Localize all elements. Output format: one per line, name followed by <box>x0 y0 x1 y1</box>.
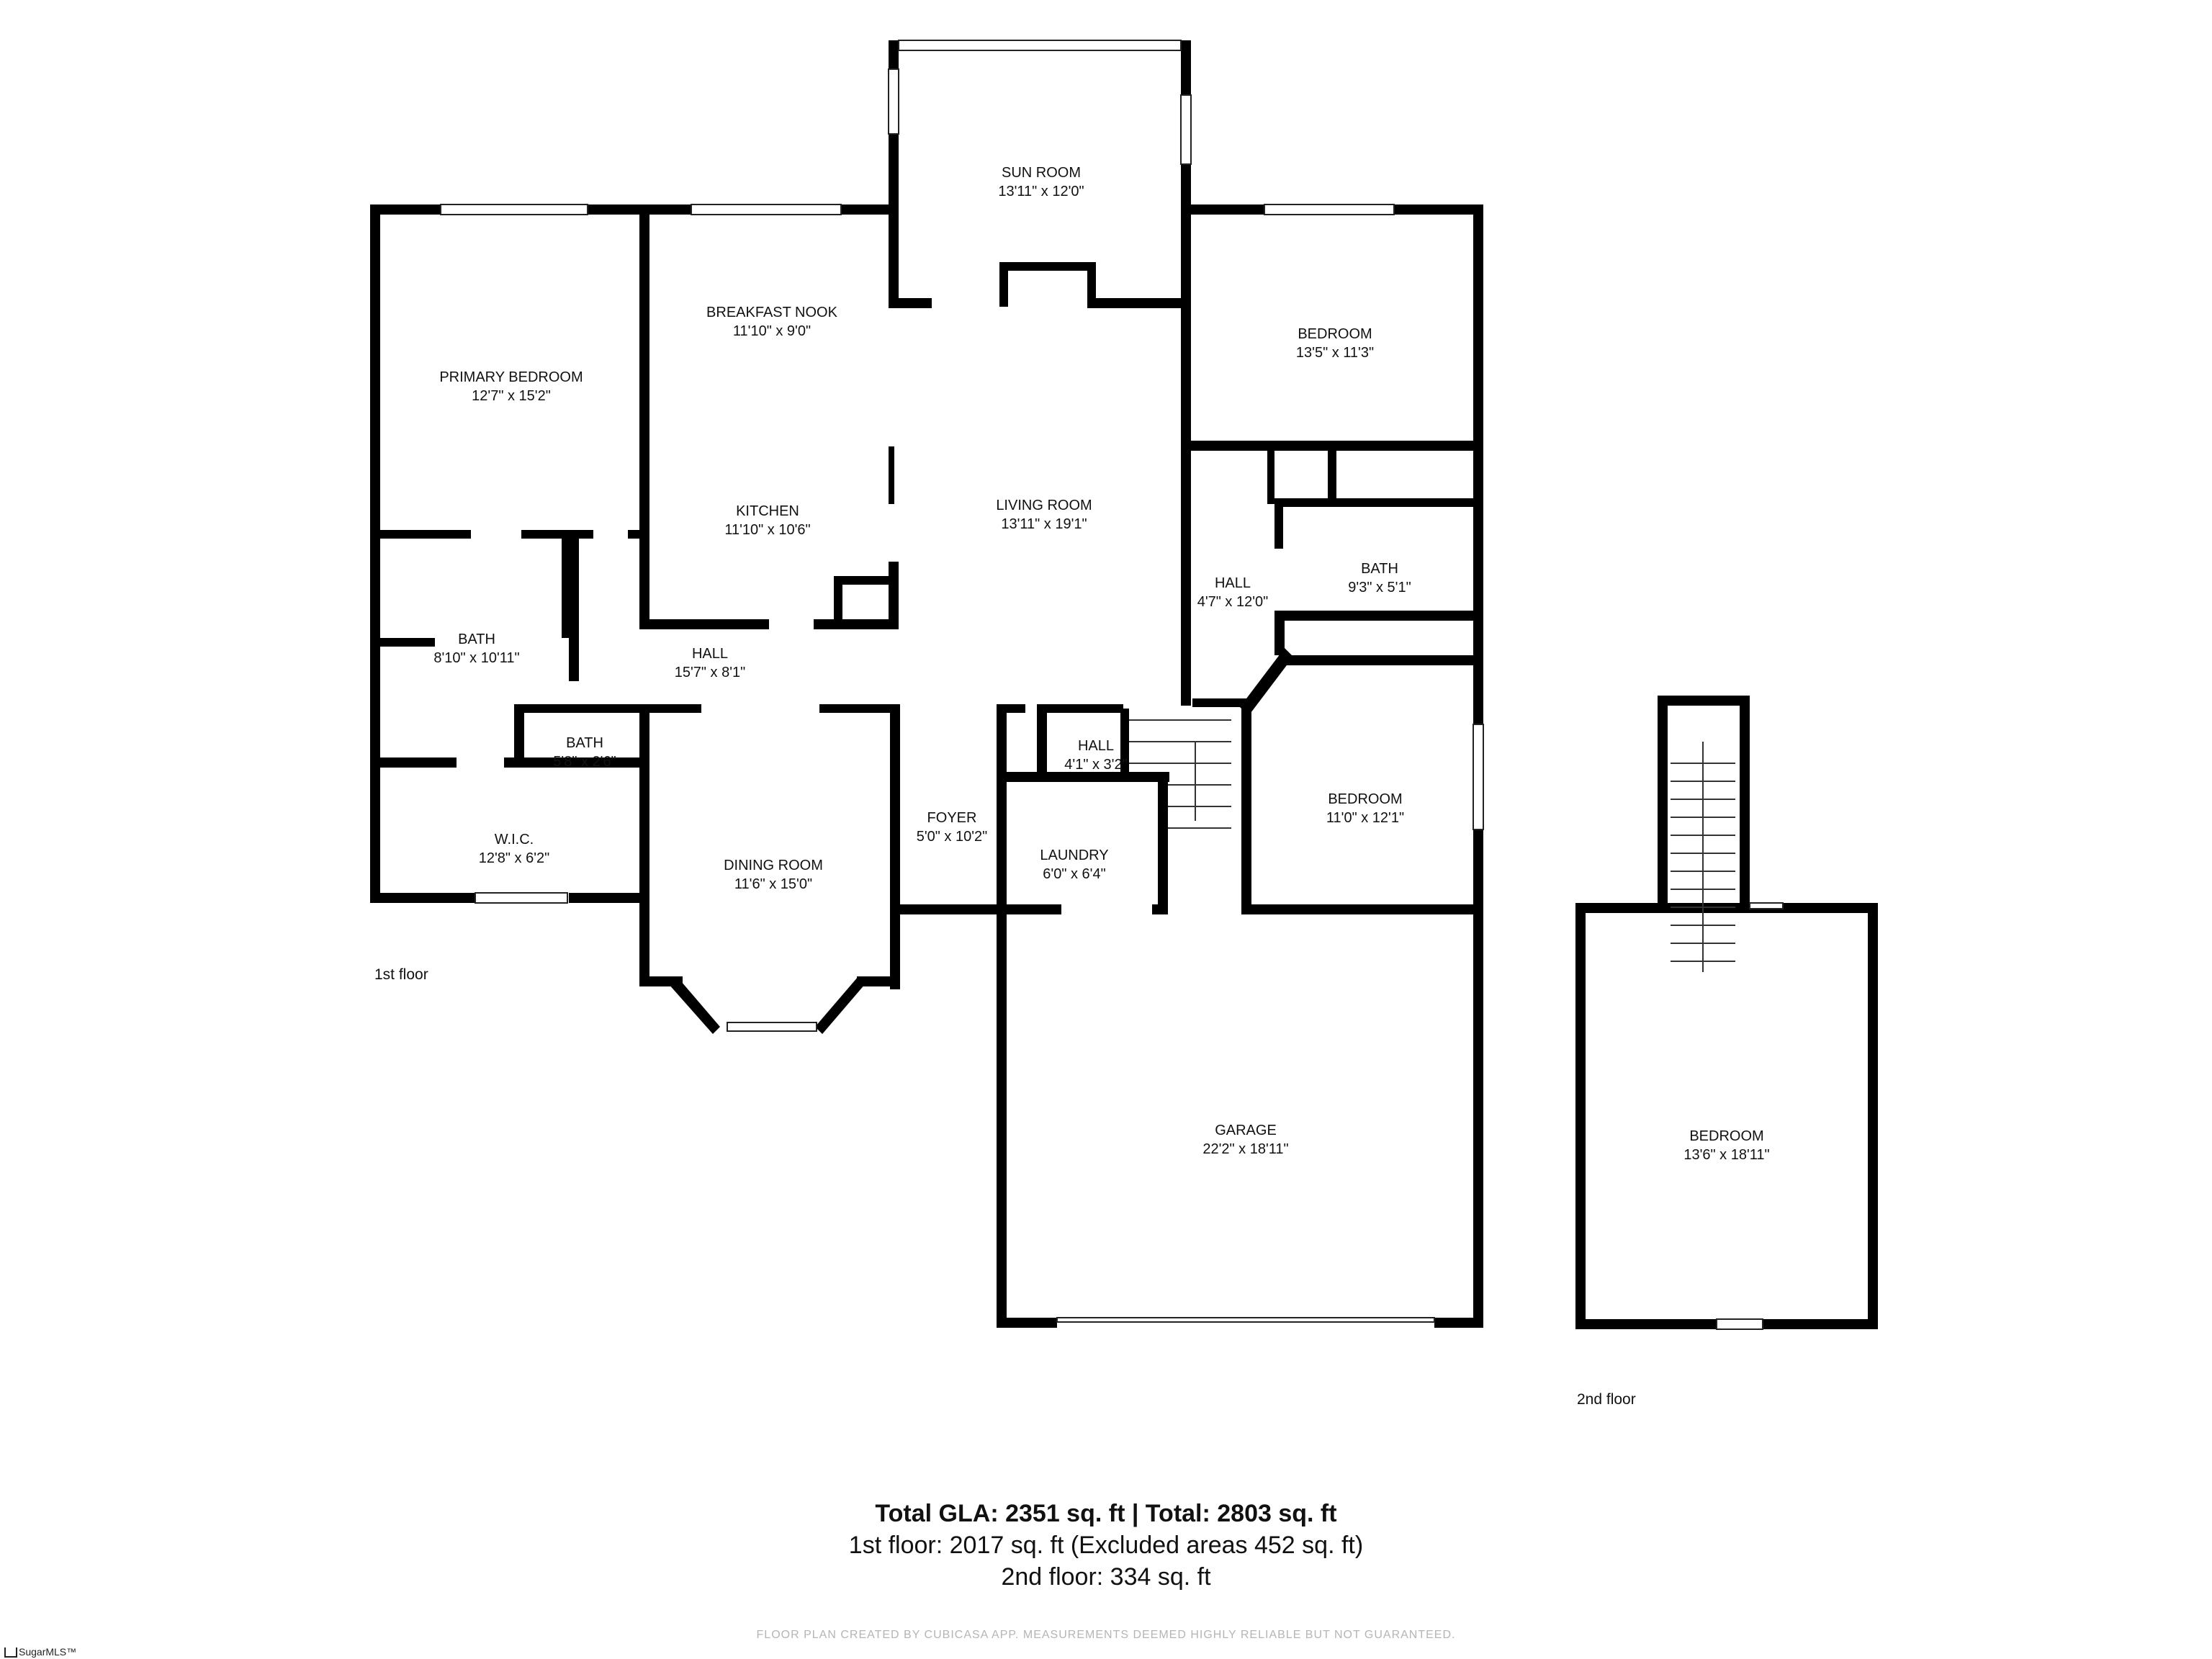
room-name-kitchen: KITCHEN <box>736 503 799 519</box>
room-dim-bath-west: 8'10" x 10'11" <box>433 650 519 666</box>
floor-label-first: 1st floor <box>374 966 428 983</box>
room-name-dining-room: DINING ROOM <box>724 858 823 873</box>
dining-bay <box>668 976 866 1034</box>
room-dim-living-room: 13'11" x 19'1" <box>1001 516 1087 532</box>
room-name-bath-west: BATH <box>458 631 495 647</box>
room-name-bath-small: BATH <box>566 735 603 751</box>
room-labels: SUN ROOM 13'11" x 12'0" PRIMARY BEDROOM … <box>374 165 1770 1408</box>
mls-logo: SugarMLS™ <box>4 1646 76 1658</box>
room-name-breakfast-nook: BREAKFAST NOOK <box>706 305 838 320</box>
room-dim-wic: 12'8" x 6'2" <box>479 850 550 866</box>
room-dim-kitchen: 11'10" x 10'6" <box>724 522 810 538</box>
room-dim-hall-main: 15'7" x 8'1" <box>675 665 746 680</box>
room-dim-sun-room: 13'11" x 12'0" <box>998 184 1084 199</box>
room-dim-bedroom-se: 11'0" x 12'1" <box>1326 810 1404 826</box>
room-name-bedroom-se: BEDROOM <box>1328 791 1402 807</box>
windows <box>440 40 1484 1323</box>
room-name-hall-east: HALL <box>1215 575 1251 591</box>
room-name-living-room: LIVING ROOM <box>996 498 1092 513</box>
second-floor-area-line: 2nd floor: 334 sq. ft <box>1001 1563 1211 1591</box>
room-name-bedroom-2nd: BEDROOM <box>1689 1128 1763 1144</box>
room-dim-bedroom-ne: 13'5" x 11'3" <box>1296 345 1374 361</box>
first-floor-area-line: 1st floor: 2017 sq. ft (Excluded areas 4… <box>848 1532 1364 1559</box>
room-dim-breakfast-nook: 11'10" x 9'0" <box>733 323 811 339</box>
walls-first-floor <box>370 40 1483 1328</box>
floor-label-second: 2nd floor <box>1577 1391 1636 1408</box>
room-name-hall-main: HALL <box>692 646 728 662</box>
room-dim-garage: 22'2" x 18'11" <box>1202 1141 1288 1157</box>
house-icon <box>4 1647 17 1658</box>
area-summary: Total GLA: 2351 sq. ft | Total: 2803 sq.… <box>0 1498 2212 1593</box>
room-name-primary-bedroom: PRIMARY BEDROOM <box>439 369 583 385</box>
room-dim-hall-small: 4'1" x 3'2" <box>1064 757 1127 773</box>
room-dim-hall-east: 4'7" x 12'0" <box>1197 594 1269 610</box>
room-name-bedroom-ne: BEDROOM <box>1298 326 1372 342</box>
room-dim-bath-small: 5'8" x 2'6" <box>553 754 616 770</box>
room-dim-primary-bedroom: 12'7" x 15'2" <box>472 388 551 404</box>
room-dim-dining-room: 11'6" x 15'0" <box>734 876 812 892</box>
room-name-garage: GARAGE <box>1215 1123 1277 1138</box>
room-dim-laundry: 6'0" x 6'4" <box>1043 866 1105 882</box>
walls-second-floor <box>1575 696 1878 1330</box>
stairs-first-floor <box>1129 719 1231 829</box>
room-dim-bedroom-2nd: 13'6" x 18'11" <box>1683 1147 1769 1163</box>
total-area-line: Total GLA: 2351 sq. ft | Total: 2803 sq.… <box>875 1500 1337 1527</box>
room-name-wic: W.I.C. <box>495 832 534 848</box>
stairs-second-floor <box>1671 742 1735 972</box>
room-dim-bath-east: 9'3" x 5'1" <box>1348 580 1411 595</box>
room-dim-foyer: 5'0" x 10'2" <box>917 829 988 845</box>
room-name-hall-small: HALL <box>1078 738 1114 754</box>
room-name-laundry: LAUNDRY <box>1040 848 1108 863</box>
disclaimer-text: FLOOR PLAN CREATED BY CUBICASA APP. MEAS… <box>756 1629 1456 1641</box>
room-name-sun-room: SUN ROOM <box>1002 165 1081 181</box>
room-name-foyer: FOYER <box>927 810 977 826</box>
room-name-bath-east: BATH <box>1361 561 1398 577</box>
logo-text: SugarMLS™ <box>19 1646 77 1658</box>
